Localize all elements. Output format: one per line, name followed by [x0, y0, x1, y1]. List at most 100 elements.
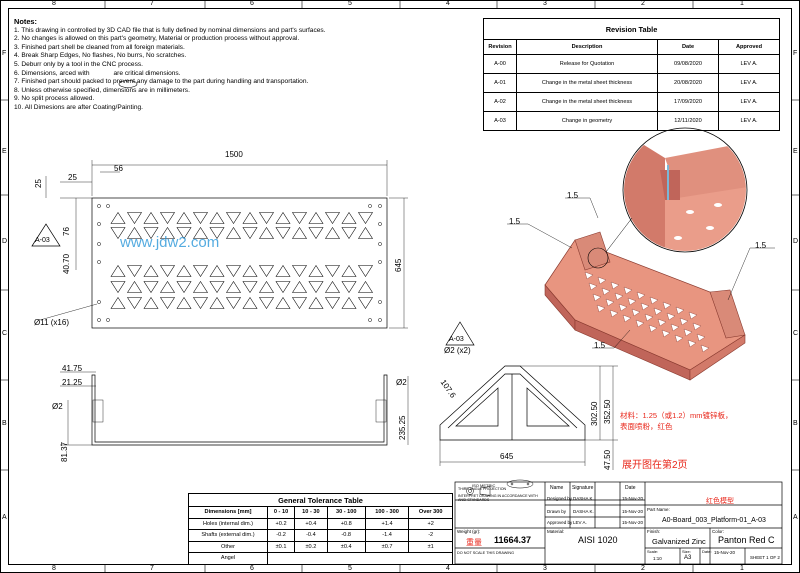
zone-label-5-bottom: 5: [348, 565, 352, 572]
table-row: Angel: [188, 552, 453, 565]
tolerance-cell: -1.4: [364, 529, 410, 542]
dim-21-25: 21.25: [62, 378, 83, 387]
revision-cell: A-02: [483, 92, 517, 112]
revision-cell: Change in geometry: [516, 111, 658, 131]
triangle-cutout: [242, 264, 258, 277]
triangle-cutout: [143, 211, 159, 224]
triangle-cutout: [209, 296, 225, 309]
triangle-cutout: [192, 265, 209, 278]
iso-triangle-cutout: [670, 323, 680, 332]
tolerance-header: Dimensions [mm]: [188, 506, 268, 519]
triangle-cutout: [225, 265, 242, 278]
zone-label-3: 3: [543, 0, 547, 7]
table-row: A-00 Release for Quotation 09/08/2020 LE…: [483, 54, 780, 74]
revision-header: Date: [657, 39, 719, 55]
zone-label-B: B: [2, 420, 7, 427]
cn-material-note: 材料：1.25（或1.2）mm镀锌板，: [620, 411, 733, 420]
zone-label-6-bottom: 6: [250, 565, 254, 572]
triangle-cutout: [143, 296, 159, 309]
zone-label-6: 6: [250, 0, 254, 7]
triangle-cutout: [126, 297, 143, 310]
iso-triangle-cutout: [644, 313, 654, 322]
tolerance-cell: ±0.4: [326, 540, 366, 553]
iso-triangle-cutout: [662, 301, 672, 310]
mounting-hole-marker: [506, 479, 534, 489]
revision-cell: 12/11/2020: [657, 111, 719, 131]
tb-date: 15-Nov-20: [714, 550, 736, 555]
tolerance-cell: +1.4: [364, 517, 410, 530]
tolerance-header: Over 300: [408, 506, 453, 519]
tb-metric: ISO METRIC: [472, 483, 496, 488]
table-row: Other ±0.1 ±0.2 ±0.4 ±0.7 ±1: [188, 540, 453, 553]
zone-label-D: D: [2, 238, 8, 245]
cn-finish-note: 表面喷粉，红色: [620, 422, 673, 431]
triangle-cutout: [110, 211, 126, 224]
triangle-cutout: [308, 211, 324, 224]
iso-triangle-cutout: [661, 329, 671, 338]
iso-triangle-cutout: [688, 311, 698, 320]
dim-352-50: 352.50: [603, 399, 612, 424]
end-view: [439, 365, 618, 470]
zone-label-F: F: [2, 50, 7, 57]
iso-triangle-cutout: [610, 281, 620, 290]
table-row: A-02 Change in the metal sheet thickness…: [483, 92, 780, 112]
triangle-cutout: [357, 226, 374, 239]
revision-cell: LEV A.: [718, 73, 780, 93]
note-item: 5. Deburr only by a tool in the CNC proc…: [14, 60, 144, 68]
tb-size: A3: [684, 555, 692, 561]
triangle-cutout: [110, 264, 126, 277]
revision-cell: 17/09/2020: [657, 92, 719, 112]
triangle-cutout: [242, 227, 258, 240]
dim-thickness-1: 1.5: [567, 191, 579, 200]
dim-thickness-3: 1.5: [755, 241, 767, 250]
tb-interpret: INTERPRET DRAWING IN ACCORDANCE WITH ANS…: [458, 494, 538, 502]
tolerance-table-title: General Tolerance Table: [188, 493, 453, 507]
tb-part-name: A0-Board_003_Platform-01_A-03: [662, 517, 766, 524]
triangle-cutout: [275, 296, 291, 309]
iso-triangle-cutout: [623, 286, 633, 295]
tolerance-cell: -0.8: [326, 529, 366, 542]
tolerance-cell: -0.4: [294, 529, 328, 542]
dim-76: 76: [62, 227, 71, 236]
side-view: [60, 371, 409, 446]
triangle-cutout: [176, 296, 192, 309]
zone-label-4-bottom: 4: [446, 565, 450, 572]
triangle-cutout: [291, 280, 308, 293]
tb-scale: 1:10: [653, 556, 662, 561]
cn-flat-pattern-note: 展开图在第2页: [622, 460, 688, 471]
front-view-holes: [97, 204, 382, 322]
revision-cell: Release for Quotation: [516, 54, 658, 74]
triangle-cutout: [357, 212, 374, 225]
projection-symbol: [466, 486, 491, 496]
tb-weight-label: Weight (gr):: [457, 529, 481, 534]
tolerance-cell: ±0.2: [294, 540, 328, 553]
iso-triangle-cutout: [692, 322, 702, 331]
iso-triangle-cutout: [653, 307, 663, 316]
note-item: 2. No changes is allowed on this part's …: [14, 35, 300, 43]
iso-triangle-cutout: [679, 317, 689, 326]
isometric-view: [544, 231, 746, 381]
triangle-cutout: [176, 281, 192, 294]
iso-triangle-cutout: [631, 308, 641, 317]
revision-header: Approved: [718, 39, 780, 55]
revision-cell: A-01: [483, 73, 517, 93]
dim-235-25: 235.25: [398, 415, 407, 440]
table-row: A-03 Change in geometry 12/11/2020 LEV A…: [483, 111, 780, 131]
tb-sheet: SHEET 1 OF 2: [750, 555, 780, 560]
iso-triangle-cutout: [696, 333, 706, 342]
triangle-cutout: [291, 265, 308, 278]
triangle-cutout: [143, 281, 159, 294]
triangle-cutout: [275, 227, 291, 240]
revision-cell: 20/08/2020: [657, 73, 719, 93]
revision-header: Description: [516, 39, 658, 55]
triangle-cutout: [308, 227, 324, 240]
tolerance-header: 30 - 100: [326, 506, 366, 519]
triangle-cutout: [308, 296, 324, 309]
revision-flag-a03: A-03: [35, 237, 50, 244]
iso-triangle-cutout: [609, 309, 619, 318]
zone-label-1: 1: [740, 0, 744, 7]
triangle-cutout: [192, 212, 209, 225]
title-block-frame: [454, 481, 783, 565]
front-view: [45, 160, 408, 329]
iso-triangle-cutout: [584, 271, 594, 280]
